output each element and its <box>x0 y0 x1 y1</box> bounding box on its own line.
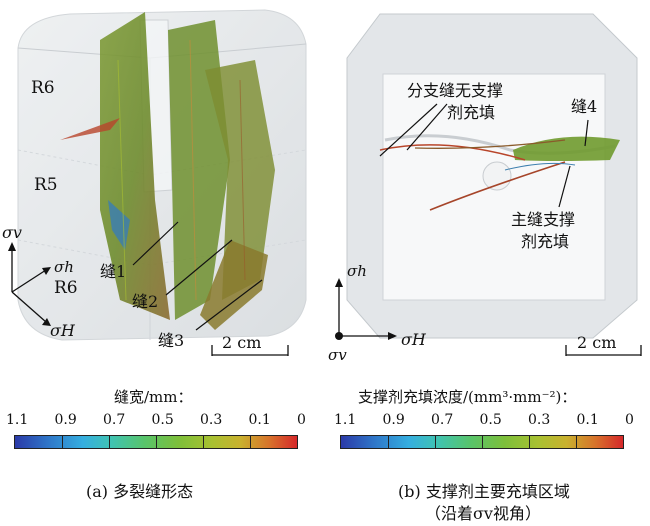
colorbar-proppant-concentration: 支撑剂充填浓度/(mm³·mm⁻²)： 1.1 0.9 0.7 0.5 0.3 … <box>334 384 640 464</box>
colorbar-a-tick: 0.3 <box>200 412 223 428</box>
colorbar-a-tick: 0.5 <box>151 412 174 428</box>
panel-a-figure: R6 R5 R6 缝1 缝2 缝3 σv σh σH 2 cm <box>2 9 307 356</box>
axis-sigma-h-a: σh <box>54 258 74 276</box>
translucent-cube-top-view <box>346 13 638 339</box>
scale-bar-b-label: 2 cm <box>577 333 616 352</box>
stress-axes-b <box>335 278 397 340</box>
colorbar-a-tick: 0.9 <box>54 412 77 428</box>
panel-b-proppant-region: 分支缝无支撑 剂充填 缝4 主缝支撑 剂充填 σh σH σv 2 cm <box>325 0 650 380</box>
leader-branch-1 <box>379 103 438 157</box>
label-fracture-1: 缝1 <box>100 262 126 281</box>
label-r6-bottom: R6 <box>54 278 78 298</box>
fracture-traces <box>379 134 620 211</box>
colorbar-fracture-width: 缝宽/mm： 1.1 0.9 0.7 0.5 0.3 0.1 0 <box>6 384 314 464</box>
colorbar-a-tick: 0.1 <box>248 412 271 428</box>
stress-axes-a <box>8 242 51 326</box>
colorbar-a-tick: 0.7 <box>103 412 126 428</box>
colorbar-a-tick: 0 <box>297 412 306 428</box>
caption-a: (a) 多裂缝形态 <box>86 482 194 501</box>
axis-sigma-v-a: σv <box>2 223 22 242</box>
leader-fracture-2 <box>165 239 233 296</box>
annotation-branch-line1: 分支缝无支撑 <box>407 81 503 100</box>
colorbar-b-tick: 0.9 <box>382 412 405 428</box>
colorbar-b-tick: 0 <box>625 412 634 428</box>
colorbar-b-tick: 1.1 <box>334 412 357 428</box>
leader-fracture-1 <box>132 221 179 266</box>
panel-b-figure: 分支缝无支撑 剂充填 缝4 主缝支撑 剂充填 σh σH σv 2 cm <box>328 13 642 364</box>
leader-main-fracture <box>558 165 571 208</box>
scale-bar-a <box>211 345 289 356</box>
colorbar-b-title: 支撑剂充填浓度/(mm³·mm⁻²)： <box>358 388 577 406</box>
colorbar-b-tick: 0.3 <box>528 412 551 428</box>
leader-fracture-3 <box>195 279 263 331</box>
colorbar-a-title: 缝宽/mm： <box>114 388 193 406</box>
axis-sigma-H-b: σH <box>401 330 427 349</box>
colorbar-a-tick: 1.1 <box>6 412 29 428</box>
label-fracture-2: 缝2 <box>132 292 158 311</box>
leader-fracture-4 <box>584 119 589 147</box>
annotation-main-line2: 剂充填 <box>521 232 569 251</box>
caption-b-line1: (b) 支撑剂主要充填区域 <box>398 482 570 501</box>
label-r5: R5 <box>34 175 58 195</box>
colorbar-b-tick: 0.7 <box>431 412 454 428</box>
colorbar-a-ticks: 1.1 0.9 0.7 0.5 0.3 0.1 0 <box>6 412 306 428</box>
colorbar-b-tick: 0.1 <box>576 412 599 428</box>
annotation-branch-line2: 剂充填 <box>447 103 495 122</box>
colorbar-b-tick: 0.5 <box>479 412 502 428</box>
scale-bar-b <box>565 345 642 356</box>
scale-bar-a-label: 2 cm <box>222 333 261 352</box>
colorbar-a-gradient <box>14 435 298 449</box>
axis-sigma-H-a: σH <box>50 321 76 340</box>
fracture-planes <box>60 12 275 330</box>
leader-branch-2 <box>406 103 448 151</box>
colorbar-b-gradient <box>340 435 624 449</box>
caption-b-line2: （沿着σv视角） <box>425 504 541 523</box>
label-fracture-3: 缝3 <box>158 331 184 350</box>
axis-sigma-v-b: σv <box>328 346 347 364</box>
annotation-main-line1: 主缝支撑 <box>511 210 575 229</box>
panel-a-fracture-morphology: R6 R5 R6 缝1 缝2 缝3 σv σh σH 2 cm <box>0 0 325 380</box>
axis-sigma-h-b: σh <box>347 262 367 280</box>
label-r6-top: R6 <box>31 78 55 98</box>
colorbar-b-ticks: 1.1 0.9 0.7 0.5 0.3 0.1 0 <box>334 412 634 428</box>
annotation-fracture-4: 缝4 <box>571 97 597 116</box>
